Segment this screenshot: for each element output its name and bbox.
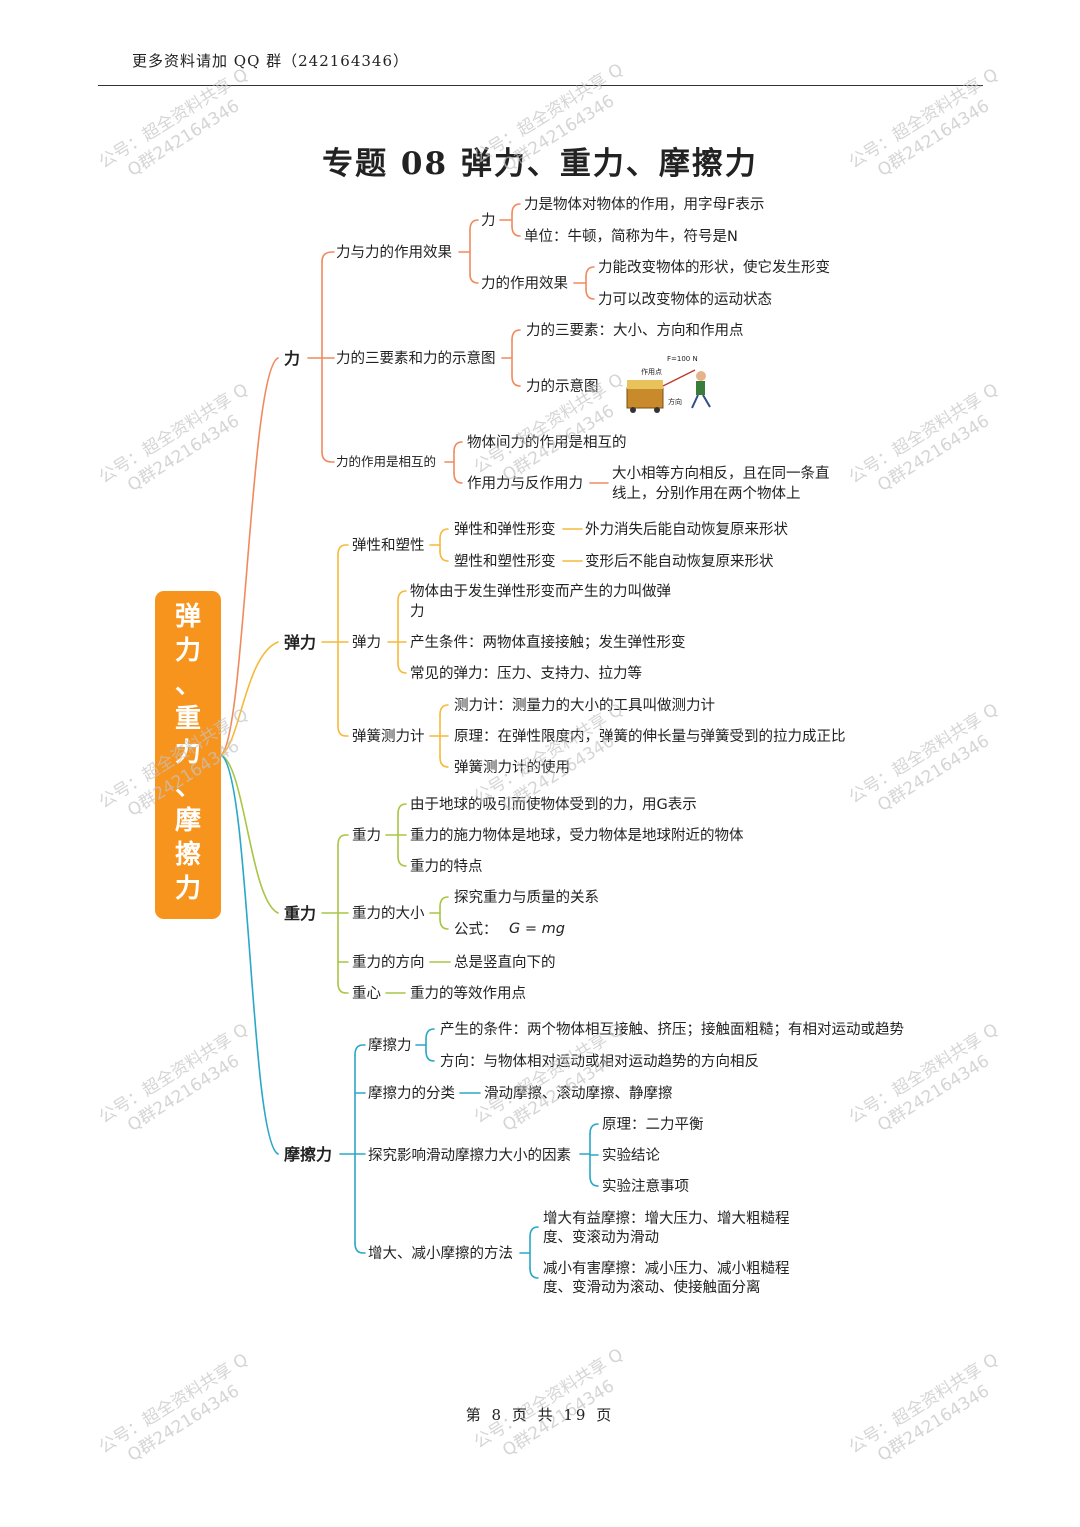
leaf-explore-1: 原理：二力平衡 [602,1116,704,1133]
force-diagram-illustration: F=100 N 作用点 方向 [627,355,710,413]
leaf-meter-1: 测力计：测量力的大小的工具叫做测力计 [454,697,715,714]
leaf-gravity-2: 重力的施力物体是地球，受力物体是地球附近的物体 [410,827,744,844]
leaf-gravity-3: 重力的特点 [410,858,483,875]
leaf-effect-motion: 力可以改变物体的运动状态 [598,291,772,308]
leaf-elastic-2-desc: 变形后不能自动恢复原来形状 [585,552,774,570]
leaf-effect-shape: 力能改变物体的形状，使它发生形变 [598,258,830,276]
branch-gravity: 重力 [284,904,316,923]
figure-dir-label: 方向 [668,397,682,406]
node-elastic-force: 弹力 [352,634,381,651]
node-friction-explore: 探究影响滑动摩擦力大小的因素 [368,1146,571,1164]
node-gravity-dir: 重力的方向 [352,954,425,971]
leaf-gravity-mass: 探究重力与质量的关系 [454,889,599,906]
leaf-pair-desc-2: 线上，分别作用在两个物体上 [612,485,801,502]
branch-friction: 摩擦力 [284,1145,332,1164]
leaf-force-def: 力是物体对物体的作用，用字母F表示 [524,196,764,213]
node-gravity-size: 重力的大小 [352,905,425,922]
figure-force-label: F=100 N [667,355,698,363]
leaf-gravity-formula-label: 公式： [454,921,498,938]
node-gravity: 重力 [352,827,381,844]
leaf-meter-2: 原理：在弹性限度内，弹簧的伸长量与弹簧受到的拉力成正比 [454,728,846,745]
node-force-effects: 力与力的作用效果 [336,244,452,261]
leaf-elastic-def-2: 力 [410,603,425,620]
leaf-gravity-1: 由于地球的吸引而使物体受到的力，用G表示 [410,796,697,813]
figure-point-label: 作用点 [641,367,662,376]
leaf-elastic-cond: 产生条件：两物体直接接触；发生弹性形变 [410,634,686,651]
node-spring-meter: 弹簧测力计 [352,728,425,745]
leaf-explore-2: 实验结论 [602,1147,660,1164]
leaf-elastic-common: 常见的弹力：压力、支持力、拉力等 [410,664,642,682]
node-force-mutual: 力的作用是相互的 [336,454,436,469]
node-force-elements: 力的三要素和力的示意图 [336,349,496,367]
connector-root-gravity [221,755,278,913]
leaf-elastic-1-desc: 外力消失后能自动恢复原来形状 [585,520,788,538]
leaf-gravity-dir: 总是竖直向下的 [454,954,556,971]
leaf-method-inc-1: 增大有益摩擦：增大压力、增大粗糙程 [543,1209,790,1227]
branch-elastic: 弹力 [284,633,316,652]
connector-root-friction [221,755,278,1154]
leaf-elastic-2: 塑性和塑性形变 [454,553,556,570]
leaf-elastic-def-1: 物体由于发生弹性形变而产生的力叫做弹 [410,583,671,600]
node-force: 力 [481,212,496,229]
node-gravity-center: 重心 [352,985,381,1002]
node-friction: 摩擦力 [368,1036,412,1054]
node-friction-method: 增大、减小摩擦的方法 [368,1244,513,1262]
page-footer: 第 8 页 共 19 页 [0,1404,1080,1425]
leaf-method-dec-2: 度、变滑动为滚动、使接触面分离 [543,1279,761,1296]
leaf-method-dec-1: 减小有害摩擦：减小压力、减小粗糙程 [543,1259,790,1277]
node-elastic-plastic: 弹性和塑性 [352,537,425,554]
leaf-method-inc-2: 度、变滚动为滑动 [543,1229,659,1246]
leaf-explore-3: 实验注意事项 [602,1177,689,1195]
leaf-gravity-center: 重力的等效作用点 [410,984,526,1002]
leaf-three-elements: 力的三要素：大小、方向和作用点 [526,322,744,339]
node-force-effect: 力的作用效果 [481,275,568,292]
branch-force: 力 [284,349,300,368]
node-friction-kinds: 摩擦力的分类 [368,1084,455,1102]
leaf-pair-desc-1: 大小相等方向相反，且在同一条直 [612,464,830,482]
leaf-force-unit: 单位：牛顿，简称为牛，符号是N [524,228,738,245]
gravity-formula: G = mg [509,921,565,937]
leaf-friction-cond: 产生的条件：两个物体相互接触、挤压；接触面粗糙；有相对运动或趋势 [440,1021,904,1038]
leaf-elastic-1: 弹性和弹性形变 [454,521,556,538]
